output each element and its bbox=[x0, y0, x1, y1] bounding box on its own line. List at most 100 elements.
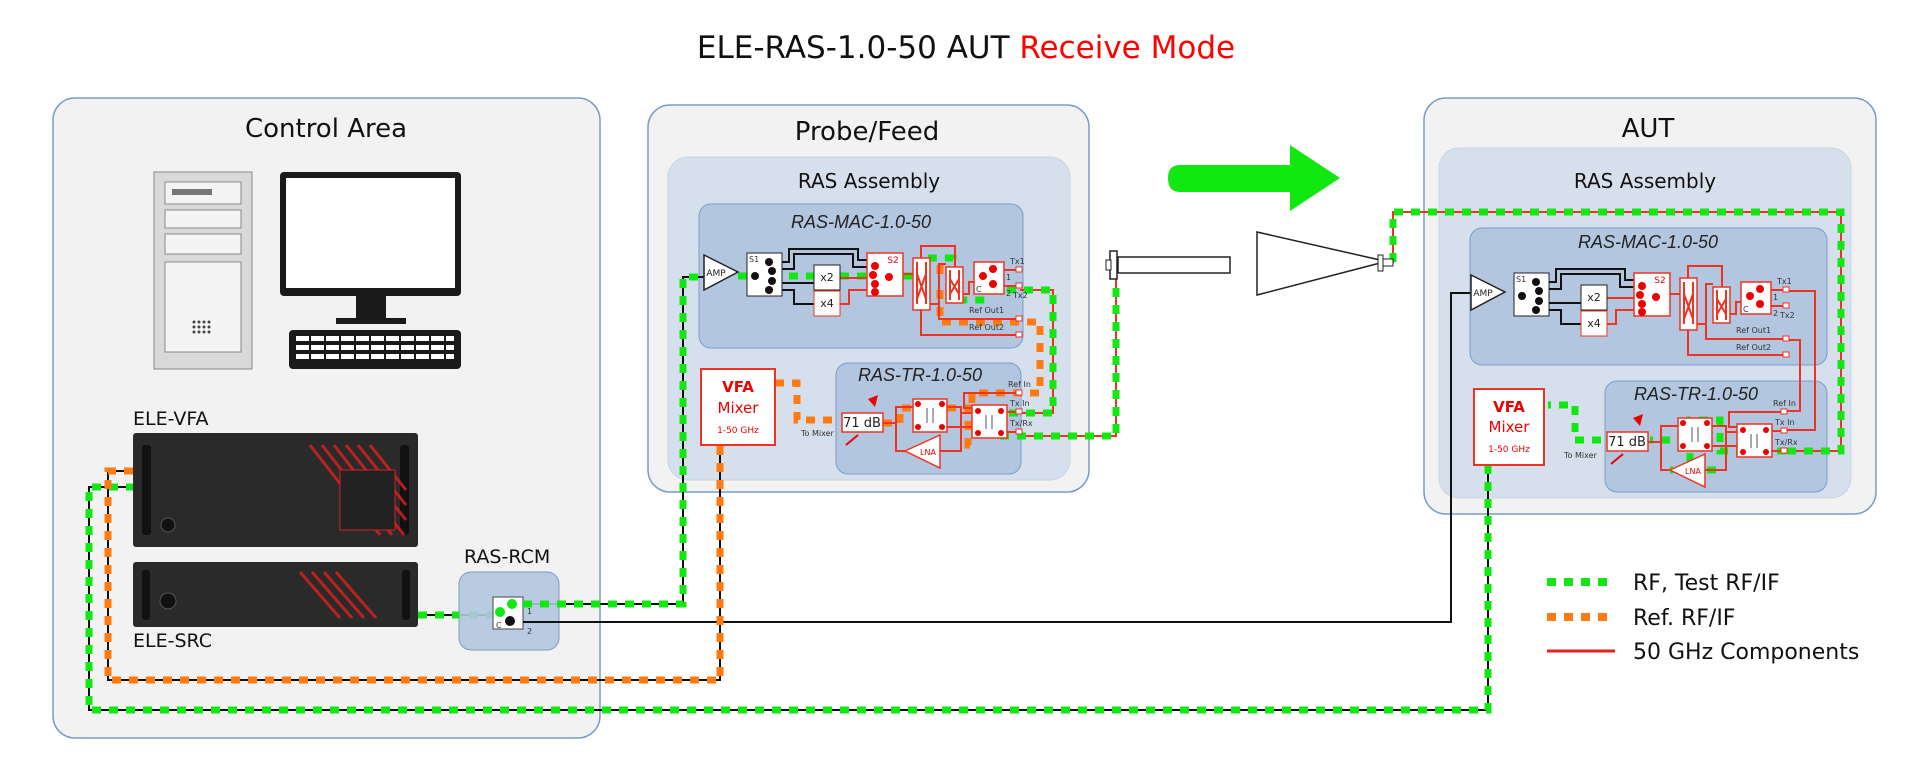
variable-arrow-icon bbox=[1633, 414, 1643, 426]
lna-icon bbox=[1668, 452, 1706, 489]
aut-title: AUT bbox=[1622, 114, 1675, 144]
computer-tower-icon bbox=[153, 171, 253, 370]
doubler-x2 bbox=[813, 264, 841, 291]
attenuator-71db bbox=[1606, 431, 1649, 452]
tx-in-label: Tx In bbox=[1774, 418, 1795, 427]
s1-label: S1 bbox=[1516, 275, 1526, 284]
ref-in-label: Ref In bbox=[1008, 380, 1031, 389]
variable-arrow-tail bbox=[1610, 453, 1624, 465]
probe-ras-tr-title: RAS-TR-1.0-50 bbox=[858, 365, 982, 385]
probe-waveguide-icon bbox=[1105, 250, 1231, 280]
legend-item-50ghz: 50 GHz Components bbox=[1547, 640, 1859, 665]
ele-src-label: ELE-SRC bbox=[133, 630, 212, 652]
probe-ras-assembly-title: RAS Assembly bbox=[798, 169, 940, 193]
probe-vfa-mixer: VFA Mixer 1-50 GHz bbox=[700, 368, 776, 446]
aut-vfa-mixer: VFA Mixer 1-50 GHz bbox=[1473, 388, 1545, 466]
aut-horn-antenna-icon bbox=[1256, 231, 1394, 296]
ras-rcm-label: RAS-RCM bbox=[464, 546, 550, 568]
attenuator-71db bbox=[841, 412, 884, 433]
diagram-title: ELE-RAS-1.0-50 AUT Receive Mode bbox=[697, 30, 1235, 66]
legend: RF, Test RF/IF Ref. RF/IF 50 GHz Compone… bbox=[1547, 571, 1859, 665]
ref-cable-vfa-to-probe-mixer bbox=[104, 445, 724, 684]
amp-label: AMP bbox=[706, 269, 726, 279]
tx1-label: Tx1 bbox=[1009, 257, 1025, 266]
c-label: C bbox=[1743, 305, 1749, 314]
lna-label: LNA bbox=[920, 448, 936, 457]
aut-mac-internals: AMP S1 x2 x4 S2 C 1 2 Tx1 Tx2 Ref Out1 R… bbox=[1470, 265, 1795, 358]
x4-label: x4 bbox=[1587, 317, 1601, 330]
port-2-label: 2 bbox=[1773, 309, 1778, 318]
legend-item-ref: Ref. RF/IF bbox=[1547, 606, 1735, 631]
atten-label: 71 dB bbox=[1608, 435, 1646, 450]
port-1-label: 1 bbox=[1773, 293, 1778, 302]
rf-path-aut-horn-to-tr bbox=[1389, 208, 1845, 455]
legend-label-50ghz: 50 GHz Components bbox=[1633, 640, 1859, 665]
probe-mac-internals: AMP S1 x2 x4 S2 C 1 2 Tx1 Tx2 Ref Out1 R… bbox=[703, 245, 1028, 338]
keyboard-icon bbox=[289, 330, 461, 369]
aut-to-mixer-label: To Mixer bbox=[1563, 451, 1598, 460]
tx2-label: Tx2 bbox=[1779, 311, 1795, 320]
probe-tr-internals: 71 dB LNA Ref In Tx In Tx/Rx bbox=[1606, 399, 1798, 489]
switch-c bbox=[1740, 281, 1772, 315]
rf-cable-rcm-to-probe-amp bbox=[523, 273, 704, 608]
mixer-line2: Mixer bbox=[1489, 418, 1531, 436]
tx-in-label: Tx In bbox=[1009, 399, 1030, 408]
ele-vfa-label: ELE-VFA bbox=[133, 408, 209, 430]
monitor-icon bbox=[280, 172, 461, 324]
tx1-label: Tx1 bbox=[1776, 277, 1792, 286]
txrx-label: Tx/Rx bbox=[1009, 419, 1033, 428]
control-area: Control Area ELE-VFA bbox=[52, 97, 601, 739]
x4-label: x4 bbox=[820, 297, 834, 310]
ele-src-instrument bbox=[133, 562, 418, 627]
s1-label: S1 bbox=[749, 255, 759, 264]
probe-to-mixer-label: To Mixer bbox=[800, 429, 835, 438]
legend-label-rf: RF, Test RF/IF bbox=[1633, 571, 1780, 596]
ras-rcm-module: C 1 2 bbox=[418, 571, 560, 651]
probe-ras-mac-title: RAS-MAC-1.0-50 bbox=[791, 212, 931, 232]
signal-direction-arrow-icon bbox=[1168, 145, 1340, 211]
x2-label: x2 bbox=[1587, 291, 1601, 304]
probe-feed-title: Probe/Feed bbox=[795, 117, 940, 147]
port-1-label: 1 bbox=[1006, 273, 1011, 282]
quadrupler-x4 bbox=[813, 290, 841, 317]
mixer-line2: Mixer bbox=[718, 399, 760, 417]
ref-out2-label: Ref Out2 bbox=[969, 323, 1004, 332]
amp-label: AMP bbox=[1473, 289, 1493, 299]
switch-c bbox=[973, 261, 1005, 295]
s2-label: S2 bbox=[1654, 276, 1665, 286]
atten-label: 71 dB bbox=[843, 416, 881, 431]
amp-icon bbox=[703, 253, 740, 292]
mixer-range: 1-50 GHz bbox=[1488, 445, 1530, 455]
mixer-line1: VFA bbox=[1493, 398, 1525, 416]
rcm-port-1: 1 bbox=[527, 607, 532, 616]
lna-icon bbox=[903, 433, 941, 470]
probe-tr-internals: 71 dB LNA Ref In Tx In Tx/Rx bbox=[841, 380, 1033, 470]
doubler-x2 bbox=[1580, 284, 1608, 311]
x2-label: x2 bbox=[820, 271, 834, 284]
lna-label: LNA bbox=[1685, 467, 1701, 476]
quadrupler-x4 bbox=[1580, 310, 1608, 337]
ref-out1-label: Ref Out1 bbox=[1736, 326, 1771, 335]
amp-icon bbox=[1470, 273, 1507, 312]
probe-mac-internals: AMP S1 x2 x4 S2 C 1 2 Tx1 Tx2 Ref Out1 R… bbox=[1470, 265, 1795, 358]
legend-item-rf: RF, Test RF/IF bbox=[1547, 571, 1780, 596]
tx2-label: Tx2 bbox=[1012, 291, 1028, 300]
rcm-port-c: C bbox=[496, 621, 502, 630]
mixer-range: 1-50 GHz bbox=[717, 426, 759, 436]
legend-label-ref: Ref. RF/IF bbox=[1633, 606, 1735, 631]
s2-label: S2 bbox=[887, 256, 898, 266]
aut-ras-mac-title: RAS-MAC-1.0-50 bbox=[1578, 232, 1718, 252]
aut-ras-assembly-title: RAS Assembly bbox=[1574, 169, 1716, 193]
variable-arrow-icon bbox=[868, 395, 878, 407]
txrx-label: Tx/Rx bbox=[1774, 438, 1798, 447]
title-mode: Receive Mode bbox=[1019, 30, 1235, 66]
ref-in-label: Ref In bbox=[1773, 399, 1796, 408]
title-prefix: ELE-RAS-1.0-50 AUT bbox=[697, 30, 1011, 66]
ele-vfa-instrument bbox=[133, 433, 418, 547]
ref-out1-label: Ref Out1 bbox=[969, 306, 1004, 315]
aut-tr-internals: 71 dB LNA Ref In Tx In Tx/Rx bbox=[1606, 399, 1798, 489]
rcm-port-2: 2 bbox=[527, 627, 532, 636]
port-2-label: 2 bbox=[1006, 289, 1011, 298]
variable-arrow-tail bbox=[845, 434, 859, 446]
